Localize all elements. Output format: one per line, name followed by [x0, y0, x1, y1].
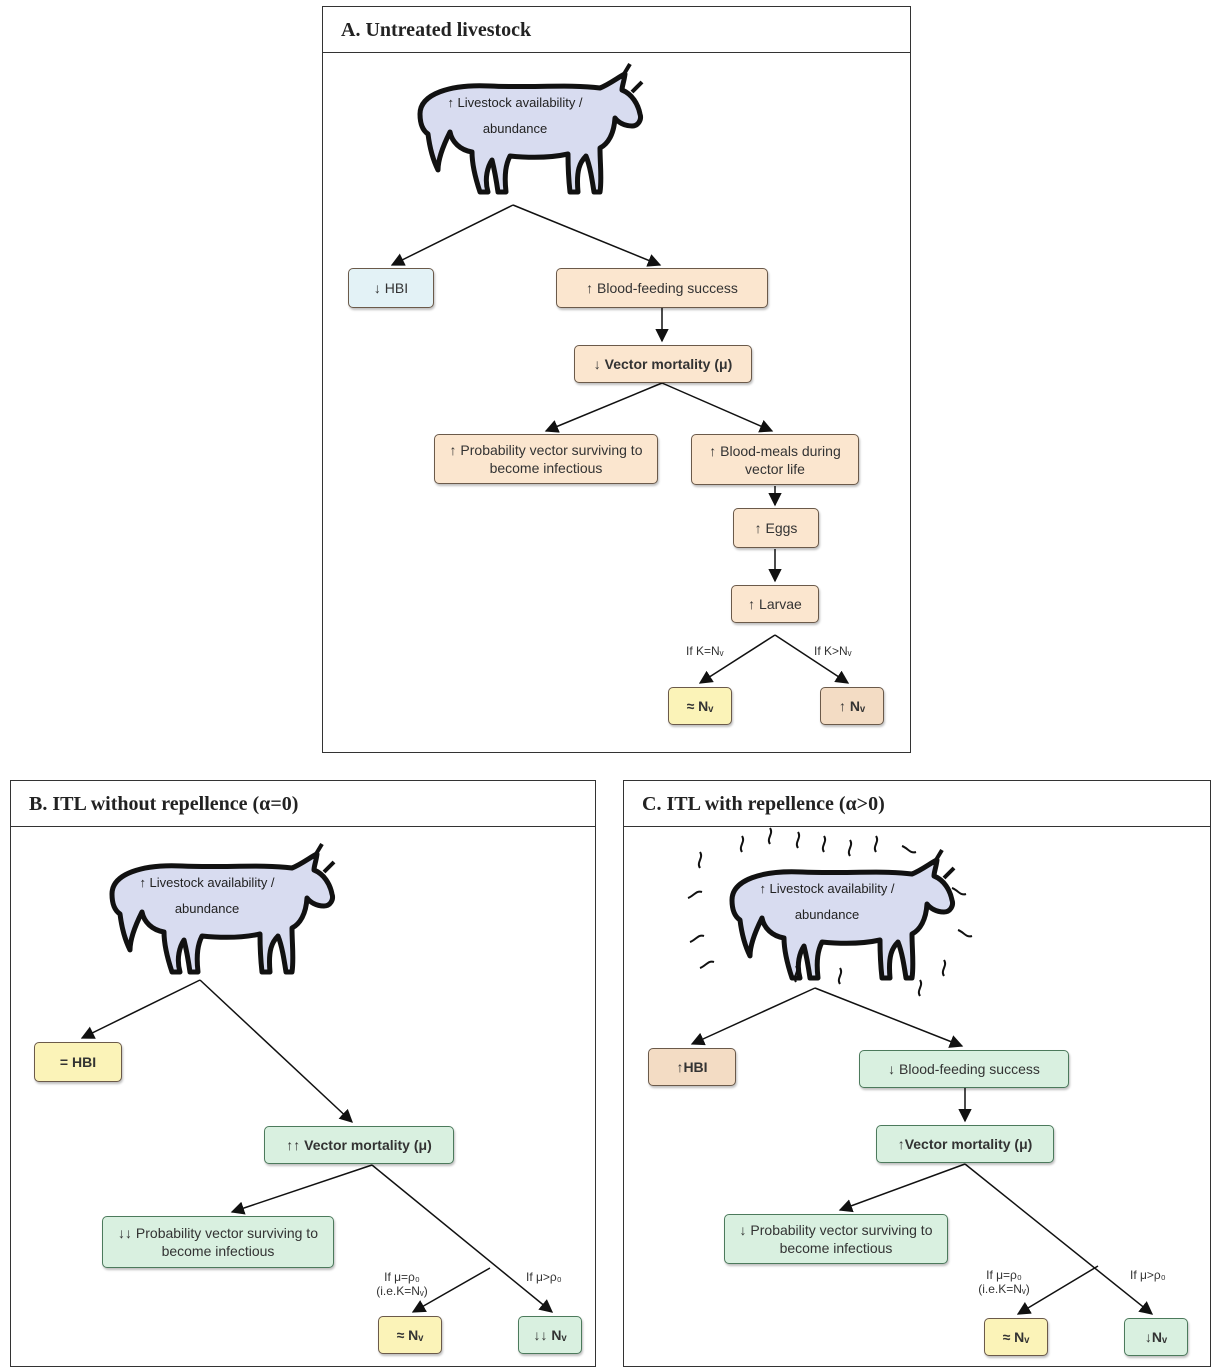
node-b-down-nv: ↓↓ Nᵥ	[518, 1316, 582, 1354]
condition-b-right: If μ>ρ₀	[526, 1270, 562, 1284]
node-c-approx-nv: ≈ Nᵥ	[984, 1318, 1048, 1356]
connectors-a	[390, 204, 850, 684]
node-a-approx-nv: ≈ Nᵥ	[668, 687, 732, 725]
node-c-vector-mortality: ↑Vector mortality (μ)	[876, 1125, 1054, 1163]
node-a-vector-mortality: ↓ Vector mortality (μ)	[574, 345, 752, 383]
cow-label-a: ↑ Livestock availability / abundance	[447, 95, 583, 136]
node-a-eggs: ↑ Eggs	[733, 508, 819, 548]
repellence-marks	[687, 827, 973, 997]
condition-b-left: If μ=ρ₀ (i.e.K=Nᵥ)	[376, 1270, 428, 1298]
panel-c: C. ITL with repellence (α>0)	[623, 780, 1211, 1367]
node-a-blood-feeding: ↑ Blood-feeding success	[556, 268, 768, 308]
node-b-prob-surviving: ↓↓ Probability vector surviving to becom…	[102, 1216, 334, 1268]
connectors-c	[690, 987, 1154, 1315]
panel-c-title: C. ITL with repellence (α>0)	[624, 781, 1210, 827]
node-c-down-nv: ↓Nᵥ	[1124, 1318, 1188, 1356]
condition-a-left: If K=Nᵥ	[686, 644, 724, 658]
node-b-vector-mortality: ↑↑ Vector mortality (μ)	[264, 1126, 454, 1164]
node-b-approx-nv: ≈ Nᵥ	[378, 1316, 442, 1354]
connectors-b	[80, 979, 554, 1313]
node-a-larvae: ↑ Larvae	[731, 585, 819, 623]
panel-b: B. ITL without repellence (α=0)	[10, 780, 596, 1367]
node-c-blood-feeding: ↓ Blood-feeding success	[859, 1050, 1069, 1088]
cow-label-b: ↑ Livestock availability / abundance	[139, 875, 275, 916]
panel-a-title: A. Untreated livestock	[323, 7, 910, 53]
condition-c-right: If μ>ρ₀	[1130, 1268, 1166, 1282]
node-a-up-nv: ↑ Nᵥ	[820, 687, 884, 725]
node-a-prob-surviving: ↑ Probability vector surviving to become…	[434, 434, 658, 484]
node-a-blood-meals: ↑ Blood-meals during vector life	[691, 434, 859, 485]
node-c-hbi: ↑HBI	[648, 1048, 736, 1086]
condition-c-left: If μ=ρ₀ (i.e.K=Nᵥ)	[978, 1268, 1030, 1296]
panel-a: A. Untreated livestock	[322, 6, 911, 753]
panel-b-title: B. ITL without repellence (α=0)	[11, 781, 595, 827]
node-c-prob-surviving: ↓ Probability vector surviving to become…	[724, 1214, 948, 1264]
cow-label-c: ↑ Livestock availability / abundance	[759, 881, 895, 922]
condition-a-right: If K>Nᵥ	[814, 644, 852, 658]
node-a-hbi: ↓ HBI	[348, 268, 434, 308]
node-b-hbi: = HBI	[34, 1042, 122, 1082]
